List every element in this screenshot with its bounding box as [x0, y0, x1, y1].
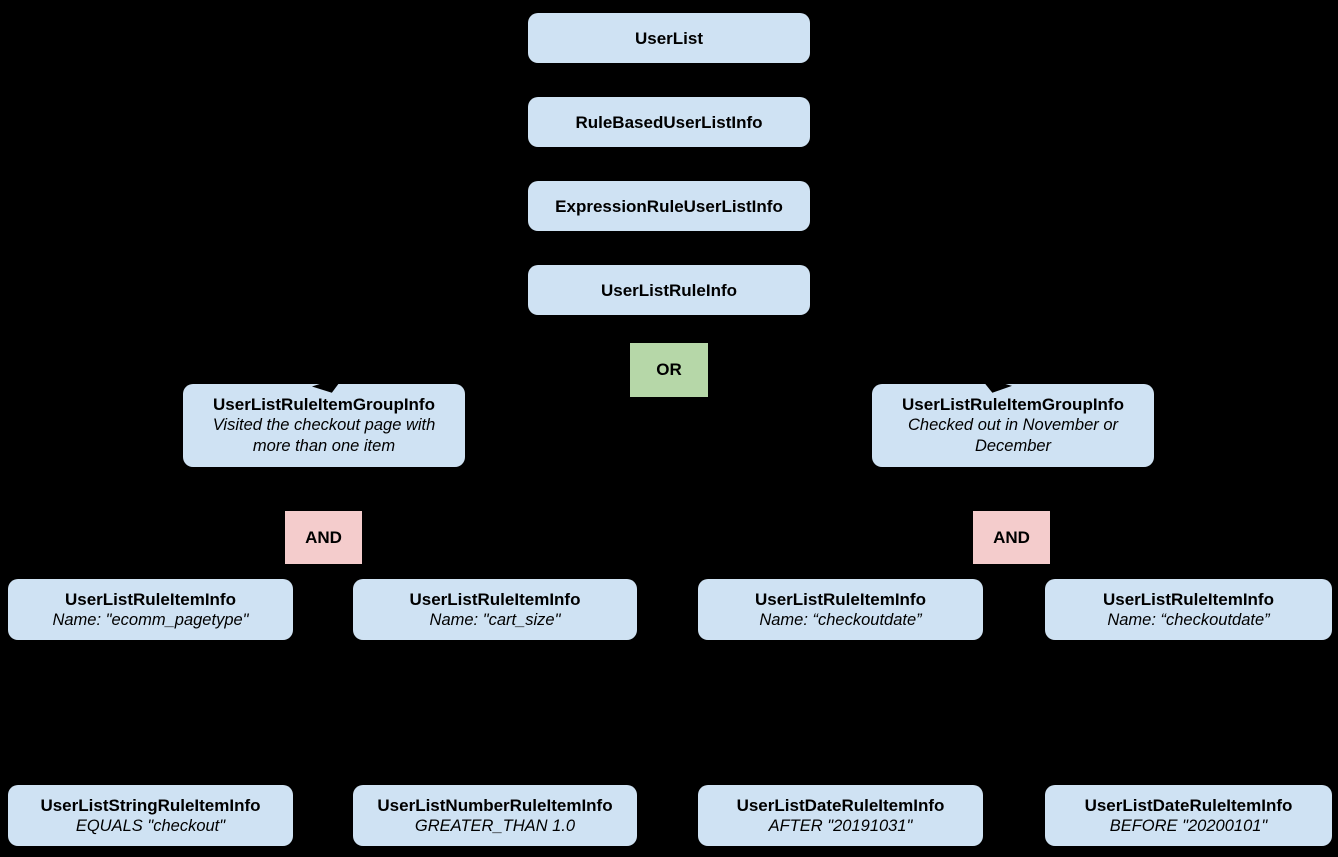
node-ruleitemgroup-right: UserListRuleItemGroupInfo Checked out in…	[872, 376, 1154, 467]
node-leaf-title: UserListStringRuleItemInfo	[40, 795, 261, 815]
node-ruleitem-detail: Name: "cart_size"	[429, 610, 561, 629]
node-ruleitem-title: UserListRuleItemInfo	[65, 589, 236, 609]
node-ruleitem-title: UserListRuleItemInfo	[755, 589, 926, 609]
node-leaf-detail: BEFORE "20200101"	[1109, 816, 1268, 835]
node-ruleitem-title: UserListRuleItemInfo	[1103, 589, 1274, 609]
node-userlistruleinfo-label: UserListRuleInfo	[600, 280, 738, 300]
node-ruleitemgroup-left-description: Visited the checkout page with more than…	[212, 416, 436, 455]
node-rulebaseduserlistinfo-label: RuleBasedUserListInfo	[575, 112, 763, 132]
and-operator-box-right: AND	[973, 511, 1050, 564]
node-leaf-detail: AFTER "20191031"	[768, 816, 913, 835]
node-numberruleitem: UserListNumberRuleItemInfo GREATER_THAN …	[353, 785, 637, 846]
node-ruleitem-ecomm-pagetype: UserListRuleItemInfo Name: "ecomm_pagety…	[8, 579, 293, 640]
node-ruleitem-checkoutdate-after: UserListRuleItemInfo Name: “checkoutdate…	[698, 579, 983, 640]
node-ruleitemgroup-left: UserListRuleItemGroupInfo Visited the ch…	[183, 376, 465, 467]
node-leaf-title: UserListNumberRuleItemInfo	[377, 795, 613, 815]
node-expressionruleuserlistinfo-label: ExpressionRuleUserListInfo	[555, 196, 783, 216]
node-ruleitem-detail: Name: “checkoutdate”	[1107, 610, 1270, 629]
node-ruleitem-detail: Name: "ecomm_pagetype"	[52, 610, 249, 629]
node-dateruleitem-after: UserListDateRuleItemInfo AFTER "20191031…	[698, 785, 983, 846]
node-leaf-detail: EQUALS "checkout"	[75, 816, 226, 835]
node-ruleitemgroup-left-title: UserListRuleItemGroupInfo	[213, 395, 435, 414]
node-rulebaseduserlistinfo: RuleBasedUserListInfo	[528, 97, 810, 147]
node-stringruleitem: UserListStringRuleItemInfo EQUALS "check…	[8, 785, 293, 846]
node-ruleitem-cart-size: UserListRuleItemInfo Name: "cart_size"	[353, 579, 637, 640]
node-userlist-label: UserList	[634, 28, 704, 48]
node-ruleitem-checkoutdate-before: UserListRuleItemInfo Name: “checkoutdate…	[1045, 579, 1332, 640]
node-leaf-detail: GREATER_THAN 1.0	[414, 816, 576, 835]
node-expressionruleuserlistinfo: ExpressionRuleUserListInfo	[528, 181, 810, 231]
and-operator-box-left: AND	[285, 511, 362, 564]
node-dateruleitem-before: UserListDateRuleItemInfo BEFORE "2020010…	[1045, 785, 1332, 846]
node-ruleitemgroup-right-description: Checked out in November or December	[907, 416, 1119, 455]
node-leaf-title: UserListDateRuleItemInfo	[736, 795, 945, 815]
node-userlist: UserList	[528, 13, 810, 63]
node-ruleitemgroup-right-title: UserListRuleItemGroupInfo	[902, 395, 1124, 414]
node-ruleitem-title: UserListRuleItemInfo	[409, 589, 581, 609]
node-userlistruleinfo: UserListRuleInfo	[528, 265, 810, 315]
node-ruleitem-detail: Name: “checkoutdate”	[759, 610, 922, 629]
or-operator-box: OR	[630, 343, 708, 397]
node-leaf-title: UserListDateRuleItemInfo	[1084, 795, 1293, 815]
